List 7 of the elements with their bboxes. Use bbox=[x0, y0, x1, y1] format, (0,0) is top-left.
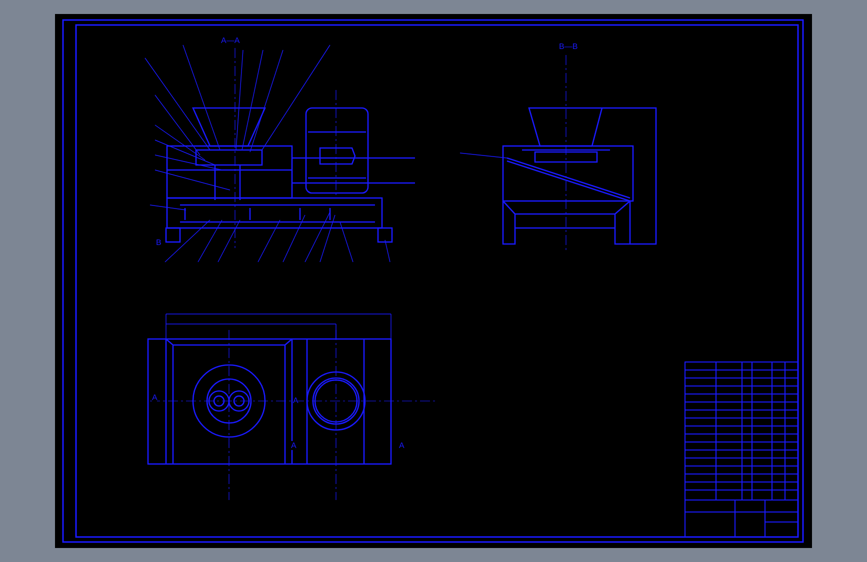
section-marker: A bbox=[152, 393, 158, 402]
section-label: B—B bbox=[559, 42, 578, 51]
section-marker: A bbox=[399, 441, 404, 450]
section-marker: A bbox=[293, 396, 298, 405]
section-label: A—A bbox=[221, 36, 240, 45]
section-marker: B bbox=[156, 238, 162, 247]
section-marker: A bbox=[291, 441, 296, 450]
